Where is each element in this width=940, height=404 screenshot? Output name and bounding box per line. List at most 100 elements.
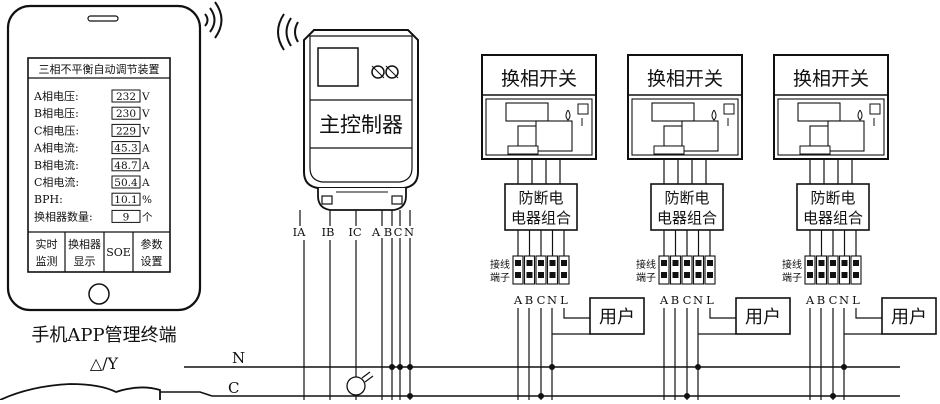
terminal-label-2: 端子 xyxy=(636,271,656,284)
wifi-icon xyxy=(204,1,223,39)
controller-label: 主控制器 xyxy=(319,113,403,137)
phase-label: C xyxy=(537,293,546,307)
reading-field xyxy=(111,175,141,189)
controller-terminal-label: IA xyxy=(293,225,307,239)
junction-dot xyxy=(407,393,413,399)
controller-terminal-label: C xyxy=(394,225,403,239)
phase-label: A xyxy=(659,293,669,307)
protection-label-2: 电器组合 xyxy=(803,209,863,227)
junction-dot xyxy=(407,364,413,370)
reading-value: 48.7 xyxy=(114,160,137,172)
protection-label-2: 电器组合 xyxy=(511,209,571,227)
junction-dot xyxy=(695,364,701,370)
reading-unit: V xyxy=(141,91,150,103)
controller-terminal-label: IC xyxy=(348,225,362,239)
menu-button-line2: 设置 xyxy=(141,255,163,268)
screen-title: 三相不平衡自动调节装置 xyxy=(39,63,160,76)
reading-label: A相电压: xyxy=(33,90,79,103)
bus-lines xyxy=(160,366,900,397)
phase-label: L xyxy=(706,293,714,307)
reading-label: B相电压: xyxy=(34,107,79,120)
phase-label: A xyxy=(513,293,523,307)
reading-value: 229 xyxy=(116,125,136,137)
phase-label: N xyxy=(547,293,557,307)
reading-label: B相电流: xyxy=(34,158,79,172)
user-box xyxy=(735,297,791,335)
protection-box xyxy=(650,183,724,231)
reading-label: C相电流: xyxy=(34,175,79,189)
controller-wifi-icon xyxy=(277,13,299,51)
terminal-label-1: 接线 xyxy=(782,258,802,271)
controller-terminal-label: N xyxy=(404,225,414,239)
reading-unit: V xyxy=(141,108,150,120)
terminal-block xyxy=(658,255,716,285)
protection-box xyxy=(796,183,870,231)
phase-label: N xyxy=(693,293,703,307)
menu-button-line1: 参数 xyxy=(141,237,163,251)
reading-field xyxy=(111,106,141,120)
controller-terminal-label: IB xyxy=(322,225,335,239)
current-transformer xyxy=(346,376,366,396)
terminal-label-1: 接线 xyxy=(490,258,510,271)
user-label: 用户 xyxy=(891,307,927,328)
reading-field xyxy=(111,209,141,223)
phase-label: B xyxy=(525,293,533,307)
reading-field xyxy=(111,123,141,137)
reading-unit: % xyxy=(142,194,152,206)
reading-unit: A xyxy=(141,160,150,172)
phase-label: L xyxy=(560,293,568,307)
bus-n-label: N xyxy=(232,349,245,367)
reading-unit: A xyxy=(141,177,150,189)
phone-home-button[interactable] xyxy=(88,283,110,305)
switch-label: 换相开关 xyxy=(793,68,869,90)
user-label: 用户 xyxy=(745,307,781,328)
terminal-label-2: 端子 xyxy=(490,271,510,284)
reading-label: C相电压: xyxy=(34,124,79,137)
switch-label: 换相开关 xyxy=(647,68,723,90)
reading-value: 9 xyxy=(123,211,130,223)
reading-label: A相电流: xyxy=(33,141,79,155)
reading-unit: A xyxy=(141,143,150,155)
junction-dot xyxy=(397,364,403,370)
reading-value: 45.3 xyxy=(114,143,137,155)
menu-button-line1: 换相器 xyxy=(68,237,101,251)
reading-field xyxy=(111,141,141,155)
reading-value: 230 xyxy=(116,108,136,120)
phone-caption: 手机APP管理终端 xyxy=(31,325,176,346)
main-controller: 主控制器 xyxy=(277,13,419,211)
menu-button-line1: SOE xyxy=(106,246,131,259)
phase-label: C xyxy=(683,293,692,307)
phone-screen xyxy=(27,57,171,273)
phase-label: B xyxy=(817,293,825,307)
reading-field xyxy=(111,158,141,172)
phone-speaker xyxy=(87,15,119,22)
reading-value: 232 xyxy=(116,91,136,103)
reading-value: 10.1 xyxy=(114,194,137,206)
menu-button-line1: 实时 xyxy=(36,237,58,251)
controller-terminal-label: A xyxy=(371,225,381,239)
switch-label: 换相开关 xyxy=(501,68,577,90)
junction-dot xyxy=(684,393,690,399)
phone-menu-button[interactable]: SOE xyxy=(106,246,131,259)
junction-dot xyxy=(549,364,555,370)
reading-unit: V xyxy=(141,125,150,137)
controller-terminal-label: B xyxy=(384,225,392,239)
terminal-label-1: 接线 xyxy=(636,258,656,271)
protection-label-1: 防断电 xyxy=(810,189,855,207)
junction-dot xyxy=(830,393,836,399)
phase-label: N xyxy=(839,293,849,307)
user-box xyxy=(881,297,937,335)
user-label: 用户 xyxy=(599,307,635,328)
protection-label-1: 防断电 xyxy=(664,189,709,207)
